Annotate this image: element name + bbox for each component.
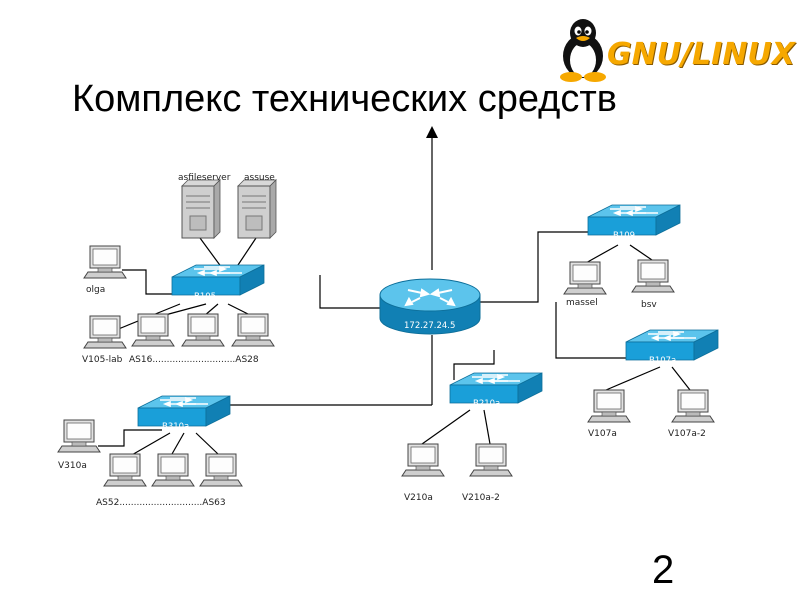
- workstation-icon: [671, 389, 715, 423]
- server-icon: [181, 179, 221, 239]
- link-olga: [122, 269, 172, 295]
- workstation-label: V210a: [404, 493, 433, 503]
- workstation-label: V310a: [58, 461, 87, 471]
- workstation-label: olga: [86, 285, 105, 295]
- workstation-icon: [231, 313, 275, 347]
- switch-label: B107a: [649, 356, 676, 366]
- workstation-label: massel: [566, 298, 598, 308]
- workstation-icon: [83, 245, 127, 279]
- router-label: 172.27.24.5: [404, 321, 455, 331]
- link-asfileserver: [199, 237, 223, 269]
- workstation-icon: [57, 419, 101, 453]
- workstation-label: bsv: [641, 300, 657, 310]
- link-b107a: [555, 302, 628, 359]
- workstation-icon: [469, 443, 513, 477]
- workstation-label: V210a-2: [462, 493, 500, 503]
- connection-lines: [98, 126, 691, 457]
- workstation-icon: [83, 315, 127, 349]
- switch-icon: [171, 264, 265, 296]
- server-label: assuse: [244, 173, 275, 183]
- server-icon: [237, 179, 277, 239]
- workstation-icon: [103, 453, 147, 487]
- workstation-icon: [151, 453, 195, 487]
- link-assuse: [235, 237, 257, 269]
- workstation-icon: [563, 261, 607, 295]
- workstation-label: V107a-2: [668, 429, 706, 439]
- slide-title: Комплекс технических средств: [72, 78, 617, 120]
- workstation-label: V105-lab: [82, 355, 123, 365]
- switch-label: B210a: [473, 399, 500, 409]
- logo-text: GNU/LINUX: [607, 37, 795, 72]
- link-b109: [480, 231, 592, 303]
- switch-label: B109: [613, 231, 635, 241]
- link-v310a: [98, 429, 162, 447]
- tux-penguin-icon: [560, 19, 606, 82]
- workstation-icon: [631, 259, 675, 293]
- workstation-label: AS52.............................AS63: [96, 498, 226, 508]
- router-icon: [379, 278, 481, 335]
- link-b210a: [453, 350, 495, 380]
- workstation-icon: [587, 389, 631, 423]
- page-number: 2: [652, 548, 675, 592]
- workstation-icon: [131, 313, 175, 347]
- switch-label: B105: [194, 292, 216, 302]
- server-label: asfileserver: [178, 173, 231, 183]
- workstation-icon: [401, 443, 445, 477]
- workstation-icon: [199, 453, 243, 487]
- workstation-label: V107a: [588, 429, 617, 439]
- workstation-icon: [181, 313, 225, 347]
- workstation-label: AS16.............................AS28: [129, 355, 259, 365]
- switch-label: B310a: [162, 422, 189, 432]
- link-b105-router: [319, 275, 382, 309]
